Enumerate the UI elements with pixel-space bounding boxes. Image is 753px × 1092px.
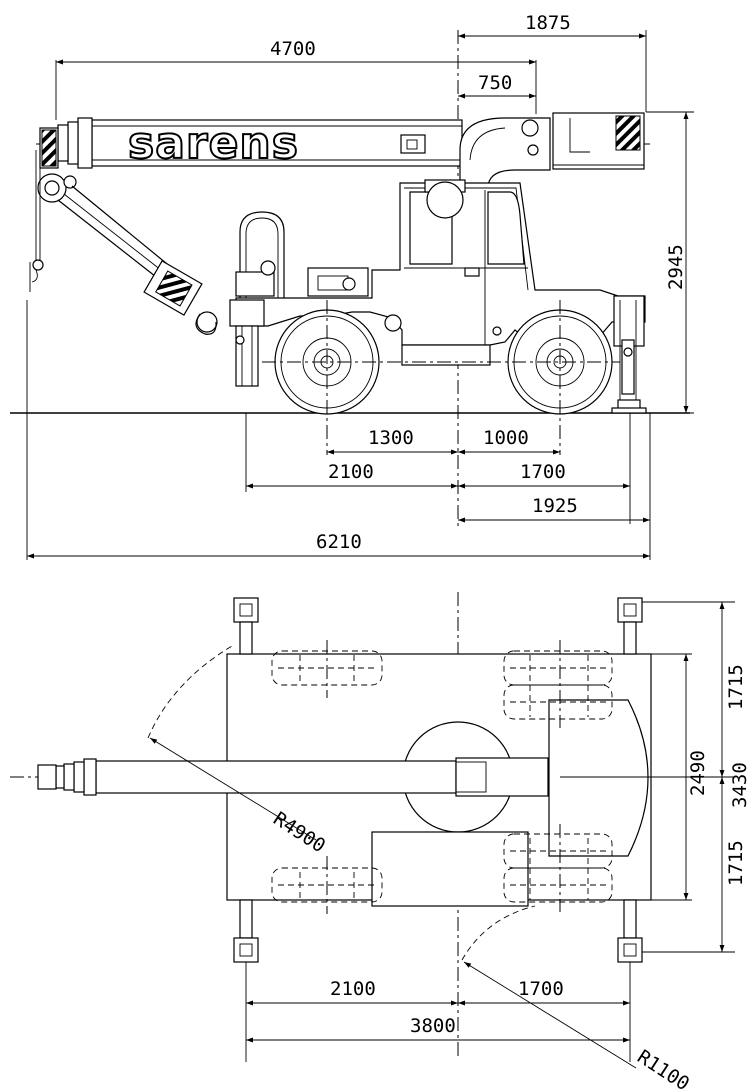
side-dimension-lines [27, 33, 689, 559]
dim-750: 750 [478, 72, 512, 94]
engine-deck [235, 260, 369, 297]
plan-boom [37, 757, 549, 797]
dim-6210: 6210 [316, 531, 362, 553]
counterweight [552, 112, 645, 170]
hook-block [57, 185, 218, 335]
dim-3430: 3430 [729, 762, 751, 808]
dim-1000: 1000 [483, 427, 529, 449]
dim-2100-plan: 2100 [330, 978, 376, 1000]
plan-cab [371, 831, 529, 907]
dim-4700: 4700 [270, 38, 316, 60]
dim-1715-top: 1715 [725, 664, 747, 710]
dim-1700-plan: 1700 [518, 978, 564, 1000]
dim-2945: 2945 [665, 244, 687, 290]
dim-1875: 1875 [525, 12, 571, 34]
plan-counterweight [548, 699, 649, 857]
dim-1700-side: 1700 [520, 461, 566, 483]
swing-arc-boom [147, 645, 233, 739]
boom [37, 117, 463, 203]
side-extension-lines [26, 30, 694, 560]
rear-outrigger [611, 295, 647, 414]
brand-logo: sarens [128, 118, 299, 169]
side-view: sarens [10, 12, 694, 560]
plan-dimension-lines [246, 602, 725, 1043]
dim-2100-side: 2100 [328, 461, 374, 483]
dim-r1100: R1100 [633, 1046, 693, 1092]
dim-1300: 1300 [368, 427, 414, 449]
front-outrigger [229, 299, 265, 387]
dim-1715-bottom: 1715 [725, 840, 747, 886]
dim-2490: 2490 [687, 750, 709, 796]
dim-1925: 1925 [532, 495, 578, 517]
swing-arc-front [461, 905, 536, 961]
hook-line [29, 150, 44, 292]
dim-3800: 3800 [410, 1015, 456, 1037]
plan-view: 1715 2490 3430 1715 2100 1700 3800 R4900… [10, 592, 751, 1092]
plan-extension-lines [245, 601, 735, 1062]
cab [384, 179, 529, 366]
plan-wheels [271, 640, 613, 914]
